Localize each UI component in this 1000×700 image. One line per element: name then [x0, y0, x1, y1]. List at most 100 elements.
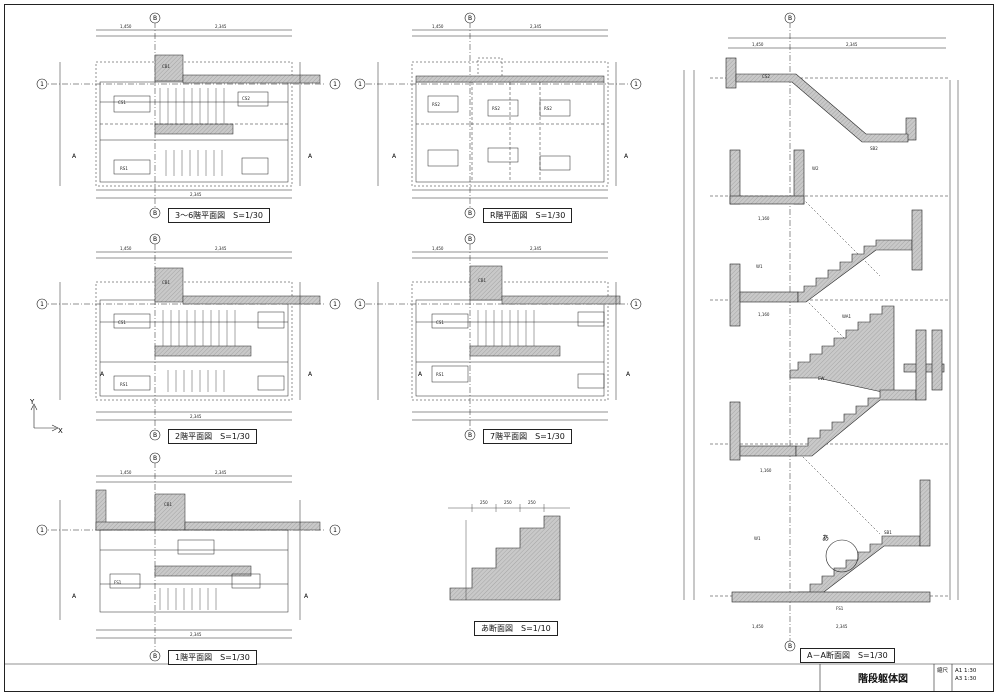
- member-label: CB1: [162, 64, 171, 69]
- dim-text: 2,345: [190, 632, 202, 637]
- member-label: CB1: [162, 280, 171, 285]
- member-label: RS2: [432, 102, 440, 107]
- dim-text: 2,345: [190, 414, 202, 419]
- caption-section-aa: A－A断面図 S=1/30: [800, 648, 895, 663]
- axis-y-label: Y: [29, 398, 35, 406]
- section-mark: A: [308, 153, 313, 160]
- grid-label-1: 1: [40, 527, 44, 534]
- caption-detail-a: あ断面図 S=1/10: [474, 621, 558, 636]
- member-label: WA1: [842, 314, 851, 319]
- grid-label-b: B: [153, 210, 157, 217]
- dim-text: 1,160: [760, 468, 772, 473]
- dim-text: 1,450: [752, 624, 764, 629]
- member-label: CS2: [762, 74, 770, 79]
- grid-label-1: 1: [358, 301, 362, 308]
- dim-text: 2,345: [836, 624, 848, 629]
- dim-text: 1,450: [752, 42, 764, 47]
- grid-label-b: B: [153, 432, 157, 439]
- detail-a: [448, 504, 570, 601]
- grid-label-1: 1: [40, 301, 44, 308]
- member-label: CS1: [436, 320, 444, 325]
- dim-text: 250: [504, 500, 512, 505]
- grid-label-b: B: [788, 15, 792, 22]
- plan-7: [355, 244, 640, 438]
- caption-plan-1: 1階平面図 S=1/30: [168, 650, 257, 665]
- grid-label-1: 1: [40, 81, 44, 88]
- caption-plan-r: R階平面図 S=1/30: [483, 208, 573, 223]
- scale-a3: A3 1:30: [955, 676, 977, 682]
- dim-text: 1,450: [432, 24, 444, 29]
- detail-callout-label: あ: [822, 534, 829, 542]
- plan-1: [40, 462, 325, 656]
- member-label: SB1: [884, 530, 892, 535]
- member-label: RS2: [544, 106, 552, 111]
- grid-label-b: B: [153, 236, 157, 243]
- grid-label-1: 1: [333, 301, 337, 308]
- section-mark: A: [626, 371, 631, 378]
- member-label: SB2: [870, 146, 878, 151]
- dim-text: 250: [480, 500, 488, 505]
- grid-label-1: 1: [634, 81, 638, 88]
- xy-axis: [30, 403, 59, 432]
- detail-callout: [825, 539, 859, 573]
- dim-text: 2,345: [215, 470, 227, 475]
- axis-x-label: X: [58, 427, 63, 435]
- caption-plan-7: 7階平面図 S=1/30: [483, 429, 572, 444]
- grid-label-b: B: [468, 15, 472, 22]
- section-mark: A: [308, 371, 313, 378]
- section-mark: A: [304, 593, 309, 600]
- member-label: CS1: [118, 320, 126, 325]
- member-label: CS2: [242, 96, 250, 101]
- section-mark: A: [72, 593, 77, 600]
- dim-text: 1,450: [120, 470, 132, 475]
- dim-text: 2,345: [190, 192, 202, 197]
- member-label: FS1: [114, 580, 122, 585]
- drawing-frame: [4, 4, 994, 692]
- member-label: W1: [754, 536, 761, 541]
- grid-label-b: B: [788, 643, 792, 650]
- plan-3to6: [40, 22, 325, 214]
- section-mark: A: [392, 153, 397, 160]
- dim-text: 2,345: [530, 246, 542, 251]
- section-mark: A: [100, 371, 105, 378]
- grid-label-1: 1: [333, 81, 337, 88]
- dim-text: 2,345: [215, 246, 227, 251]
- member-label: RS1: [436, 372, 444, 377]
- grid-label-1: 1: [358, 81, 362, 88]
- dim-text: 1,450: [120, 24, 132, 29]
- section-mark: A: [624, 153, 629, 160]
- title-block: [4, 663, 994, 692]
- member-label: CB1: [478, 278, 487, 283]
- dim-text: 250: [528, 500, 536, 505]
- plan-2: [40, 244, 325, 438]
- dim-text: 2,345: [846, 42, 858, 47]
- member-label: FS1: [836, 606, 844, 611]
- member-label: RS1: [120, 166, 128, 171]
- caption-plan-3to6: 3～6階平面図 S=1/30: [168, 208, 270, 223]
- dim-text: 2,345: [215, 24, 227, 29]
- section-concrete: [725, 57, 945, 603]
- dim-text: 1,450: [120, 246, 132, 251]
- section-mark: A: [418, 371, 423, 378]
- grid-label-b: B: [153, 653, 157, 660]
- plan-r: [355, 22, 640, 214]
- grid-label-1: 1: [333, 527, 337, 534]
- member-label: CB1: [164, 502, 173, 507]
- member-label: EW: [818, 376, 825, 381]
- member-label: RS1: [120, 382, 128, 387]
- member-label: W2: [812, 166, 819, 171]
- dim-text: 1,160: [758, 312, 770, 317]
- grid-label-b: B: [153, 15, 157, 22]
- sheet-title: 階段躯体図: [858, 674, 908, 685]
- caption-plan-2: 2階平面図 S=1/30: [168, 429, 257, 444]
- dim-text: 1,160: [758, 216, 770, 221]
- member-label: RS2: [492, 106, 500, 111]
- section-mark: A: [72, 153, 77, 160]
- scale-a1: A1 1:30: [955, 668, 977, 674]
- member-label: W1: [756, 264, 763, 269]
- grid-label-1: 1: [634, 301, 638, 308]
- grid-label-b: B: [153, 455, 157, 462]
- scale-label: 縮尺: [937, 668, 949, 674]
- member-label: CS1: [118, 100, 126, 105]
